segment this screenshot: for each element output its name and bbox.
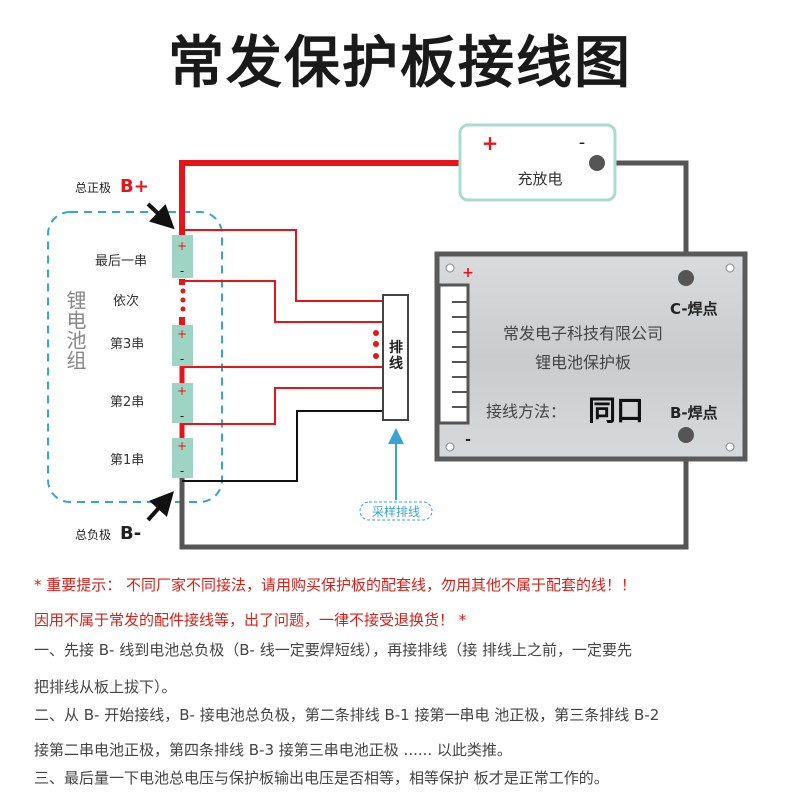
b-minus-terminal bbox=[678, 427, 694, 443]
b-minus-wire bbox=[179, 435, 689, 550]
cell-3 bbox=[172, 325, 193, 366]
protection-board bbox=[434, 251, 748, 462]
cell-last bbox=[172, 235, 193, 278]
connector-label: 排 bbox=[389, 339, 403, 356]
c-minus-wire bbox=[597, 160, 689, 276]
cell-plus: + bbox=[177, 239, 187, 253]
cell-plus: + bbox=[177, 439, 187, 453]
charger-minus: - bbox=[579, 132, 586, 153]
instruction-line: 一、先接 B- 线到电池总负极（B- 线一定要焊短线），再接排线（接 排线上之前… bbox=[34, 641, 632, 659]
charger-plus: + bbox=[482, 131, 499, 155]
instruction-line: 三、最后量一下电池总电压与保护板输出电压是否相等，相等保护 板才是正常工作的。 bbox=[34, 769, 609, 787]
method-label: 接线方法： bbox=[486, 402, 566, 421]
charger-box bbox=[458, 123, 617, 202]
total-positive-label: 总正极 bbox=[75, 181, 111, 195]
connector-pins bbox=[452, 301, 468, 408]
ellipsis-dots bbox=[179, 279, 186, 325]
cell-label: 依次 bbox=[113, 293, 139, 309]
instruction-line: 接第二串电池正极，第四条排线 B-3 接第三串电池正极 ...... 以此类推。 bbox=[34, 741, 512, 759]
screw-icons bbox=[445, 263, 735, 452]
caption-pill bbox=[359, 501, 433, 521]
board-product: 锂电池保护板 bbox=[535, 353, 631, 372]
board-company: 常发电子科技有限公司 bbox=[503, 324, 663, 343]
board-connector bbox=[437, 283, 470, 425]
c-point-label: C-焊点 bbox=[670, 300, 718, 318]
b-point-label: B-焊点 bbox=[670, 404, 718, 422]
board-plus: + bbox=[462, 265, 474, 281]
total-positive: B+ bbox=[120, 176, 149, 197]
cell-label: 第1串 bbox=[110, 453, 144, 468]
cell-label: 最后一串 bbox=[95, 254, 147, 269]
cell-minus: - bbox=[180, 409, 184, 423]
cell-label: 第3串 bbox=[110, 337, 144, 352]
cell-minus: - bbox=[180, 264, 184, 278]
instruction-line: 把排线从板上拔下）。 bbox=[34, 678, 177, 696]
sampling-wires bbox=[182, 229, 383, 482]
sampling-connector bbox=[382, 294, 409, 421]
battery-pack-outline bbox=[47, 211, 223, 503]
cell-minus: - bbox=[180, 464, 184, 478]
cell-plus: + bbox=[177, 384, 187, 398]
battery-pack-label: 锂电池组 bbox=[63, 290, 87, 370]
total-negative-label: 总负极 bbox=[75, 528, 111, 542]
b-plus-wire bbox=[179, 160, 462, 235]
connector-caption: 采样排线 bbox=[372, 504, 420, 519]
instruction-line: 二、从 B- 开始接线，B- 接电池总负极，第二条排线 B-1 接第一串电 池正… bbox=[34, 706, 660, 724]
charger-minus-terminal bbox=[589, 155, 605, 171]
connector-label: 线 bbox=[389, 355, 403, 372]
cells bbox=[172, 235, 193, 478]
warning-line: * 重要提示： 不同厂家不同接法，请用购买保护板的配套线，勿用其他不属于配套的线… bbox=[34, 576, 637, 594]
board-minus: - bbox=[465, 432, 471, 448]
page-title: 常发保护板接线图 bbox=[168, 31, 632, 96]
cell-label: 第2串 bbox=[110, 395, 144, 410]
method-value: 同口 bbox=[588, 394, 644, 427]
arrow-icon bbox=[146, 202, 175, 230]
cell-1 bbox=[172, 438, 193, 478]
cell-minus: - bbox=[180, 352, 184, 366]
c-minus-terminal bbox=[678, 270, 694, 286]
warning-line: 因用不属于常发的配件接线等，出了问题，一律不接受退换货！ * bbox=[34, 611, 467, 629]
arrow-icon bbox=[146, 491, 175, 522]
charger-label: 充放电 bbox=[517, 170, 562, 188]
connector-dots bbox=[373, 330, 379, 359]
cell-2 bbox=[172, 383, 193, 423]
total-negative: B- bbox=[120, 523, 141, 544]
cell-plus: + bbox=[177, 327, 187, 341]
